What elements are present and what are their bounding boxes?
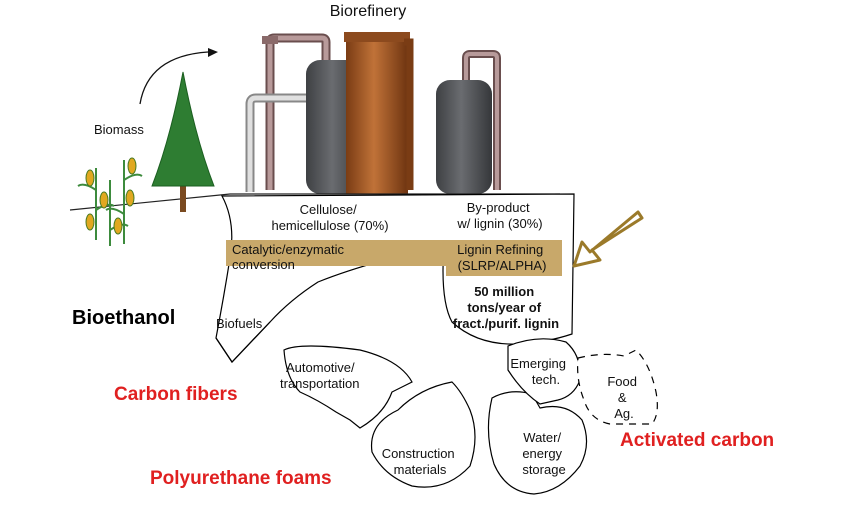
emerging-line-2: tech. [532, 372, 560, 387]
corn-plants-icon [77, 157, 143, 246]
stream-right-line-1: By-product [467, 200, 530, 215]
food-label: Food & Ag. [607, 374, 640, 421]
polyurethane-label: Polyurethane foams [150, 468, 332, 489]
carbon-fibers-label: Carbon fibers [114, 384, 238, 405]
water-line-3: storage [522, 462, 565, 477]
construction-line-2: materials [394, 462, 447, 477]
volume-line-1: 50 million [474, 284, 534, 299]
volume-line-3: fract./purif. lignin [453, 316, 559, 331]
lignin-arrow [572, 210, 644, 268]
process-left-line-1: Catalytic/enzymatic [232, 242, 344, 257]
stream-left-line-1: Cellulose/ [300, 202, 357, 217]
construction-label: Construction materials [382, 446, 459, 477]
process-left-label: Catalytic/enzymatic conversion [232, 242, 348, 272]
activated-carbon-label: Activated carbon [620, 430, 774, 451]
automotive-line-2: transportation [280, 376, 360, 391]
bioethanol-label: Bioethanol [72, 307, 175, 329]
stream-right-label: By-product w/ lignin (30%) [456, 200, 542, 231]
branch-construction [370, 381, 476, 488]
tree-icon [151, 71, 215, 212]
volume-label: 50 million tons/year of fract./purif. li… [453, 284, 559, 331]
process-right-label: Lignin Refining (SLRP/ALPHA) [457, 242, 547, 273]
process-left-line-2: conversion [232, 257, 295, 272]
stream-left-label: Cellulose/ hemicellulose (70%) [271, 202, 388, 233]
process-band-right [446, 240, 562, 276]
water-label: Water/ energy storage [522, 430, 565, 477]
refinery-facility [245, 32, 501, 194]
stream-left-line-2: hemicellulose (70%) [271, 218, 388, 233]
process-right-line-2: (SLRP/ALPHA) [458, 258, 547, 273]
food-line-2: & [618, 390, 627, 405]
water-line-1: Water/ [523, 430, 561, 445]
construction-line-1: Construction [382, 446, 455, 461]
biomass-to-refinery-arrow [139, 48, 218, 105]
diagram-title: Biorefinery [330, 3, 406, 20]
automotive-line-1: Automotive/ [286, 360, 355, 375]
volume-line-2: tons/year of [467, 300, 541, 315]
process-right-line-1: Lignin Refining [457, 242, 543, 257]
branch-automotive [283, 345, 413, 429]
emerging-line-1: Emerging [510, 356, 566, 371]
automotive-label: Automotive/ transportation [280, 360, 360, 391]
stream-right-line-2: w/ lignin (30%) [456, 216, 542, 231]
water-line-2: energy [522, 446, 562, 461]
food-line-3: Ag. [614, 406, 634, 421]
biofuels-label: Biofuels [216, 316, 263, 331]
process-band-left [226, 240, 446, 266]
emerging-label: Emerging tech. [510, 356, 569, 387]
food-line-1: Food [607, 374, 637, 389]
branch-food [577, 349, 658, 425]
biomass-label: Biomass [94, 122, 144, 137]
